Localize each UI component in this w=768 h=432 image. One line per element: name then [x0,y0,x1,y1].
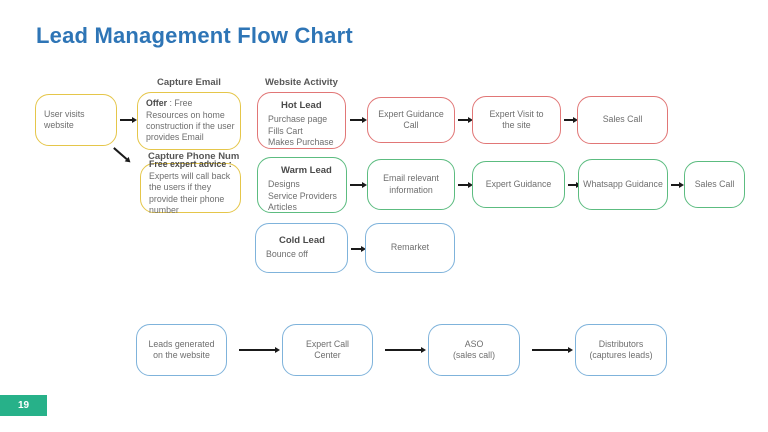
flow-arrow [564,119,573,121]
node-text: Expert Guidance [485,178,552,189]
node-text: Remarket [390,242,430,253]
node-text: ASO (sales call) [452,338,496,360]
node-text: Leads generated on the website [148,338,215,360]
node-text: Expert Guidance Call [378,108,444,130]
label-capture-phone-num: Capture Phone Num [148,151,240,162]
node-email-relevant-information: Email relevant information [367,159,455,210]
node-hot-lead: Hot Lead Purchase page Fills Cart Makes … [257,92,346,149]
node-sales-call-hot: Sales Call [577,96,668,144]
lead-title: Cold Lead [279,235,325,246]
node-expert-guidance: Expert Guidance [472,161,565,208]
advice-description: Experts will call back the users if they… [149,170,231,216]
lead-title: Hot Lead [281,100,322,111]
node-user-visits-website: User visits website [35,94,117,146]
flow-arrow [350,184,362,186]
flow-arrow [351,248,361,250]
page-title: Lead Management Flow Chart [36,23,353,48]
node-expert-visit-to-site: Expert Visit to the site [472,96,561,144]
lead-item: Purchase page [268,114,328,125]
label-capture-email: Capture Email [157,77,221,88]
offer-description: : Free Resources on home construction if… [146,98,235,143]
node-text: Offer : Free Resources on home construct… [146,98,235,144]
flow-arrow [458,119,468,121]
node-whatsapp-guidance: Whatsapp Guidance [578,159,668,210]
lead-item: Articles [268,202,297,213]
node-text: Distributors (captures leads) [589,338,653,360]
flow-arrow [458,184,468,186]
node-cold-lead: Cold Lead Bounce off [255,223,348,273]
flow-arrow [350,119,362,121]
advice-keyword: Free expert advice : [149,159,232,170]
label-website-activity: Website Activity [265,77,338,88]
lead-title: Warm Lead [281,165,332,176]
node-text: Sales Call [694,178,735,189]
page-number-badge: 19 [0,395,47,416]
flow-arrow [120,119,132,121]
node-text: Expert Visit to the site [489,108,544,130]
node-remarket: Remarket [365,223,455,273]
lead-item: Designs [268,179,300,190]
lead-item: Service Providers [268,190,337,201]
node-offer-free-resources: Offer : Free Resources on home construct… [137,92,241,150]
lead-item: Fills Cart [268,125,303,136]
node-text: Email relevant information [383,173,439,195]
flow-arrow [239,349,275,351]
node-expert-guidance-call: Expert Guidance Call [367,97,455,143]
flow-arrow [671,184,679,186]
node-free-expert-advice: Free expert advice :Experts will call ba… [140,159,241,215]
flow-arrow [568,184,576,186]
flow-arrow [385,349,421,351]
lead-item: Makes Purchase [268,137,334,148]
flow-arrow-diagonal [113,147,128,160]
node-text: Whatsapp Guidance [583,178,663,189]
node-aso-sales-call: ASO (sales call) [428,324,520,376]
node-text: Free expert advice :Experts will call ba… [149,159,235,216]
node-expert-call-center: Expert Call Center [282,324,373,376]
node-warm-lead: Warm Lead Designs Service Providers Arti… [257,157,347,213]
offer-keyword: Offer [146,98,168,109]
flow-arrow [532,349,568,351]
node-distributors: Distributors (captures leads) [575,324,667,376]
lead-item: Bounce off [266,249,308,260]
node-sales-call-warm: Sales Call [684,161,745,208]
node-text: Sales Call [602,114,643,125]
node-text: User visits website [44,108,85,130]
node-text: Expert Call Center [305,338,350,360]
node-leads-generated: Leads generated on the website [136,324,227,376]
